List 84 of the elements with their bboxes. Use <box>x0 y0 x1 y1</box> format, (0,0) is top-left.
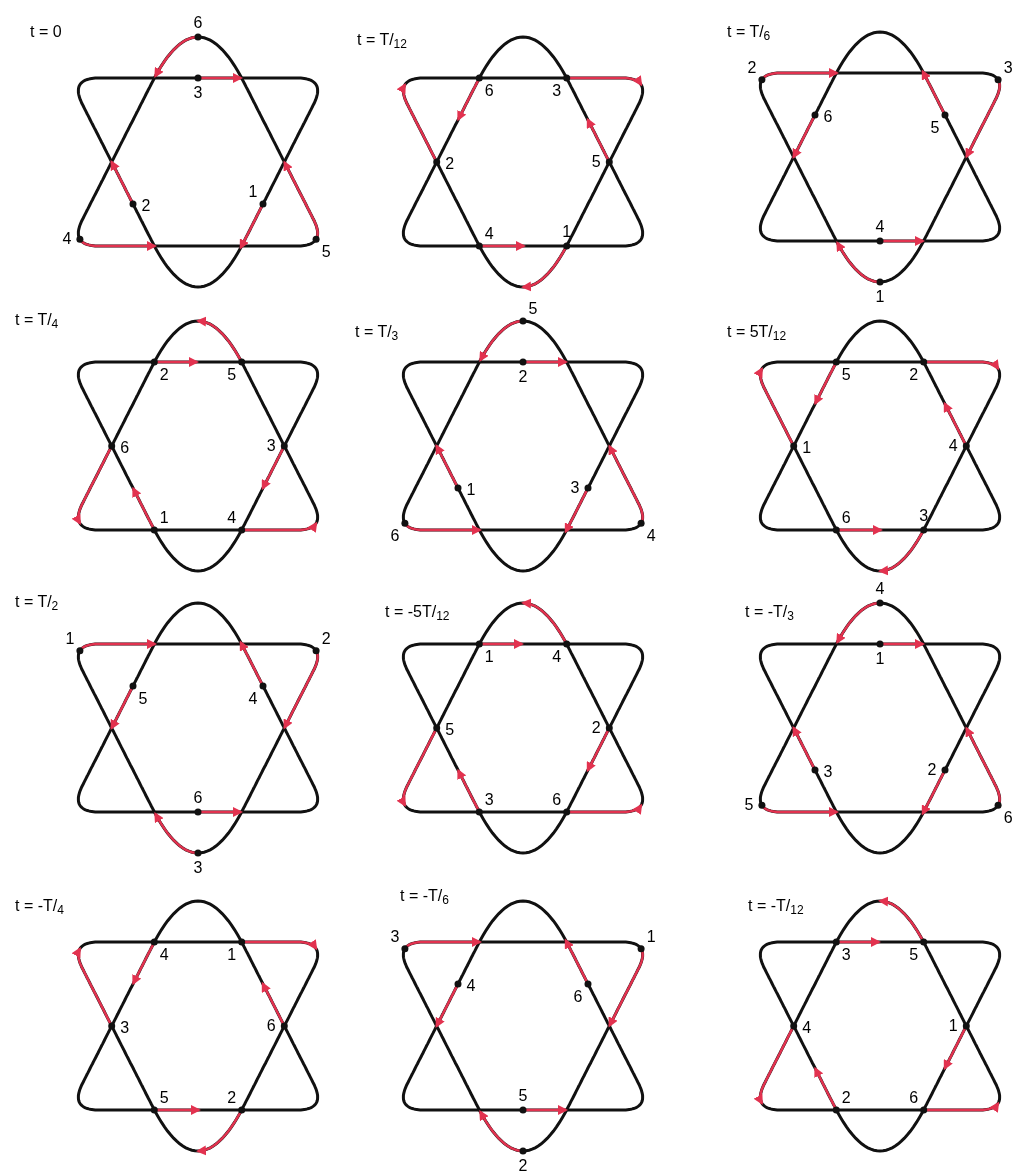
point-number: 5 <box>744 797 754 814</box>
point-number: 4 <box>875 581 885 597</box>
point-number: 1 <box>646 928 656 945</box>
point-number: 6 <box>552 792 562 808</box>
point-number: 6 <box>193 790 203 806</box>
point-number: 6 <box>1003 810 1013 827</box>
point-number: 3 <box>919 508 929 524</box>
point-number: 6 <box>823 109 833 125</box>
point-number: 1 <box>948 1018 958 1034</box>
point-number: 4 <box>646 528 656 545</box>
point-number: 6 <box>193 15 203 31</box>
point-number: 5 <box>930 120 940 136</box>
point-number: 5 <box>909 947 919 963</box>
point-number: 2 <box>747 59 757 76</box>
point-number: 3 <box>841 947 851 963</box>
point-number: 3 <box>266 438 276 454</box>
point-number: 3 <box>1003 59 1013 76</box>
point-number: 2 <box>841 1090 851 1106</box>
point-number: 2 <box>518 369 528 385</box>
time-label: t = -T/$_{6}$ <box>400 888 449 904</box>
point-number: 3 <box>823 764 833 780</box>
point-number: 5 <box>591 154 601 170</box>
point-number: 5 <box>445 722 455 738</box>
point-number: 1 <box>875 651 885 667</box>
point-number: 4 <box>227 510 237 526</box>
point-number: 1 <box>65 630 75 647</box>
point-number: 1 <box>248 184 258 200</box>
time-label: t = T/$_{6}$ <box>727 24 771 40</box>
point-number: 5 <box>528 301 538 317</box>
point-number: 1 <box>875 289 885 305</box>
time-label: t = 5T/$_{12}$ <box>727 324 787 340</box>
point-number: 6 <box>484 83 494 99</box>
point-number: 4 <box>484 226 494 242</box>
point-number: 1 <box>159 510 169 526</box>
point-number: 4 <box>875 219 885 235</box>
time-label: t = T/$_{4}$ <box>15 312 59 328</box>
point-number: 2 <box>227 1090 237 1106</box>
time-label: t = T/$_{12}$ <box>357 32 407 48</box>
point-number: 5 <box>518 1088 528 1104</box>
point-number: 3 <box>120 1020 130 1036</box>
point-number: 3 <box>193 860 203 876</box>
point-number: 3 <box>570 480 580 496</box>
time-label: t = T/$_{2}$ <box>15 594 59 610</box>
point-number: 2 <box>591 720 601 736</box>
point-number: 4 <box>948 438 958 454</box>
point-number: 2 <box>445 156 455 172</box>
point-number: 4 <box>466 978 476 994</box>
point-number: 2 <box>927 762 937 778</box>
point-number: 6 <box>390 528 400 545</box>
point-number: 4 <box>248 691 258 707</box>
point-number: 4 <box>159 947 169 963</box>
point-number: 6 <box>909 1090 919 1106</box>
point-number: 6 <box>120 440 130 456</box>
time-label: t = -5T/$_{12}$ <box>385 604 450 620</box>
point-number: 5 <box>841 367 851 383</box>
time-label: t = T/$_{3}$ <box>355 324 399 340</box>
point-number: 6 <box>841 510 851 526</box>
point-number: 6 <box>266 1018 276 1034</box>
point-number: 2 <box>321 630 331 647</box>
point-number: 3 <box>390 928 400 945</box>
point-number: 1 <box>227 947 237 963</box>
point-number: 2 <box>159 367 169 383</box>
point-number: 2 <box>141 198 151 214</box>
point-number: 5 <box>159 1090 169 1106</box>
point-number: 5 <box>138 691 148 707</box>
point-number: 3 <box>552 83 562 99</box>
point-number: 1 <box>466 482 476 498</box>
point-number: 6 <box>573 989 583 1005</box>
point-number: 3 <box>193 85 203 101</box>
point-number: 2 <box>909 367 919 383</box>
point-number: 1 <box>484 649 494 665</box>
time-label: t = -T/$_{4}$ <box>15 898 64 914</box>
point-number: 5 <box>321 244 331 261</box>
point-number: 1 <box>562 224 572 240</box>
point-number: 4 <box>62 231 72 248</box>
time-label: t = -T/$_{12}$ <box>748 898 804 914</box>
time-label: t = 0 <box>30 24 62 40</box>
point-number: 3 <box>484 792 494 808</box>
point-number: 4 <box>552 649 562 665</box>
point-number: 5 <box>227 367 237 383</box>
point-number: 4 <box>802 1020 812 1036</box>
time-label: t = -T/$_{3}$ <box>745 604 794 620</box>
point-number: 1 <box>802 440 812 456</box>
point-number: 2 <box>518 1158 528 1174</box>
